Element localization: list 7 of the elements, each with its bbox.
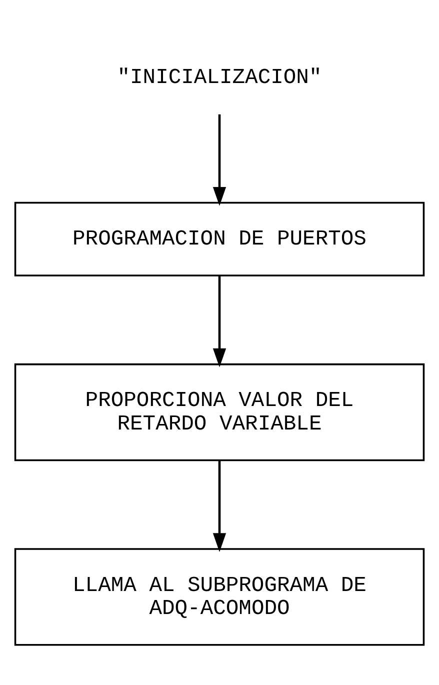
arrow (212, 460, 226, 552)
node-box: PROPORCIONA VALOR DEL RETARDO VARIABLE (14, 362, 425, 461)
node-box: LLAMA AL SUBPROGRAMA DE ADQ-ACOMODO (14, 548, 425, 646)
arrow (212, 276, 226, 367)
node-box: PROGRAMACION DE PUERTOS (14, 201, 425, 276)
arrow (212, 114, 226, 206)
node-text: "INICIALIZACION" (117, 66, 322, 90)
